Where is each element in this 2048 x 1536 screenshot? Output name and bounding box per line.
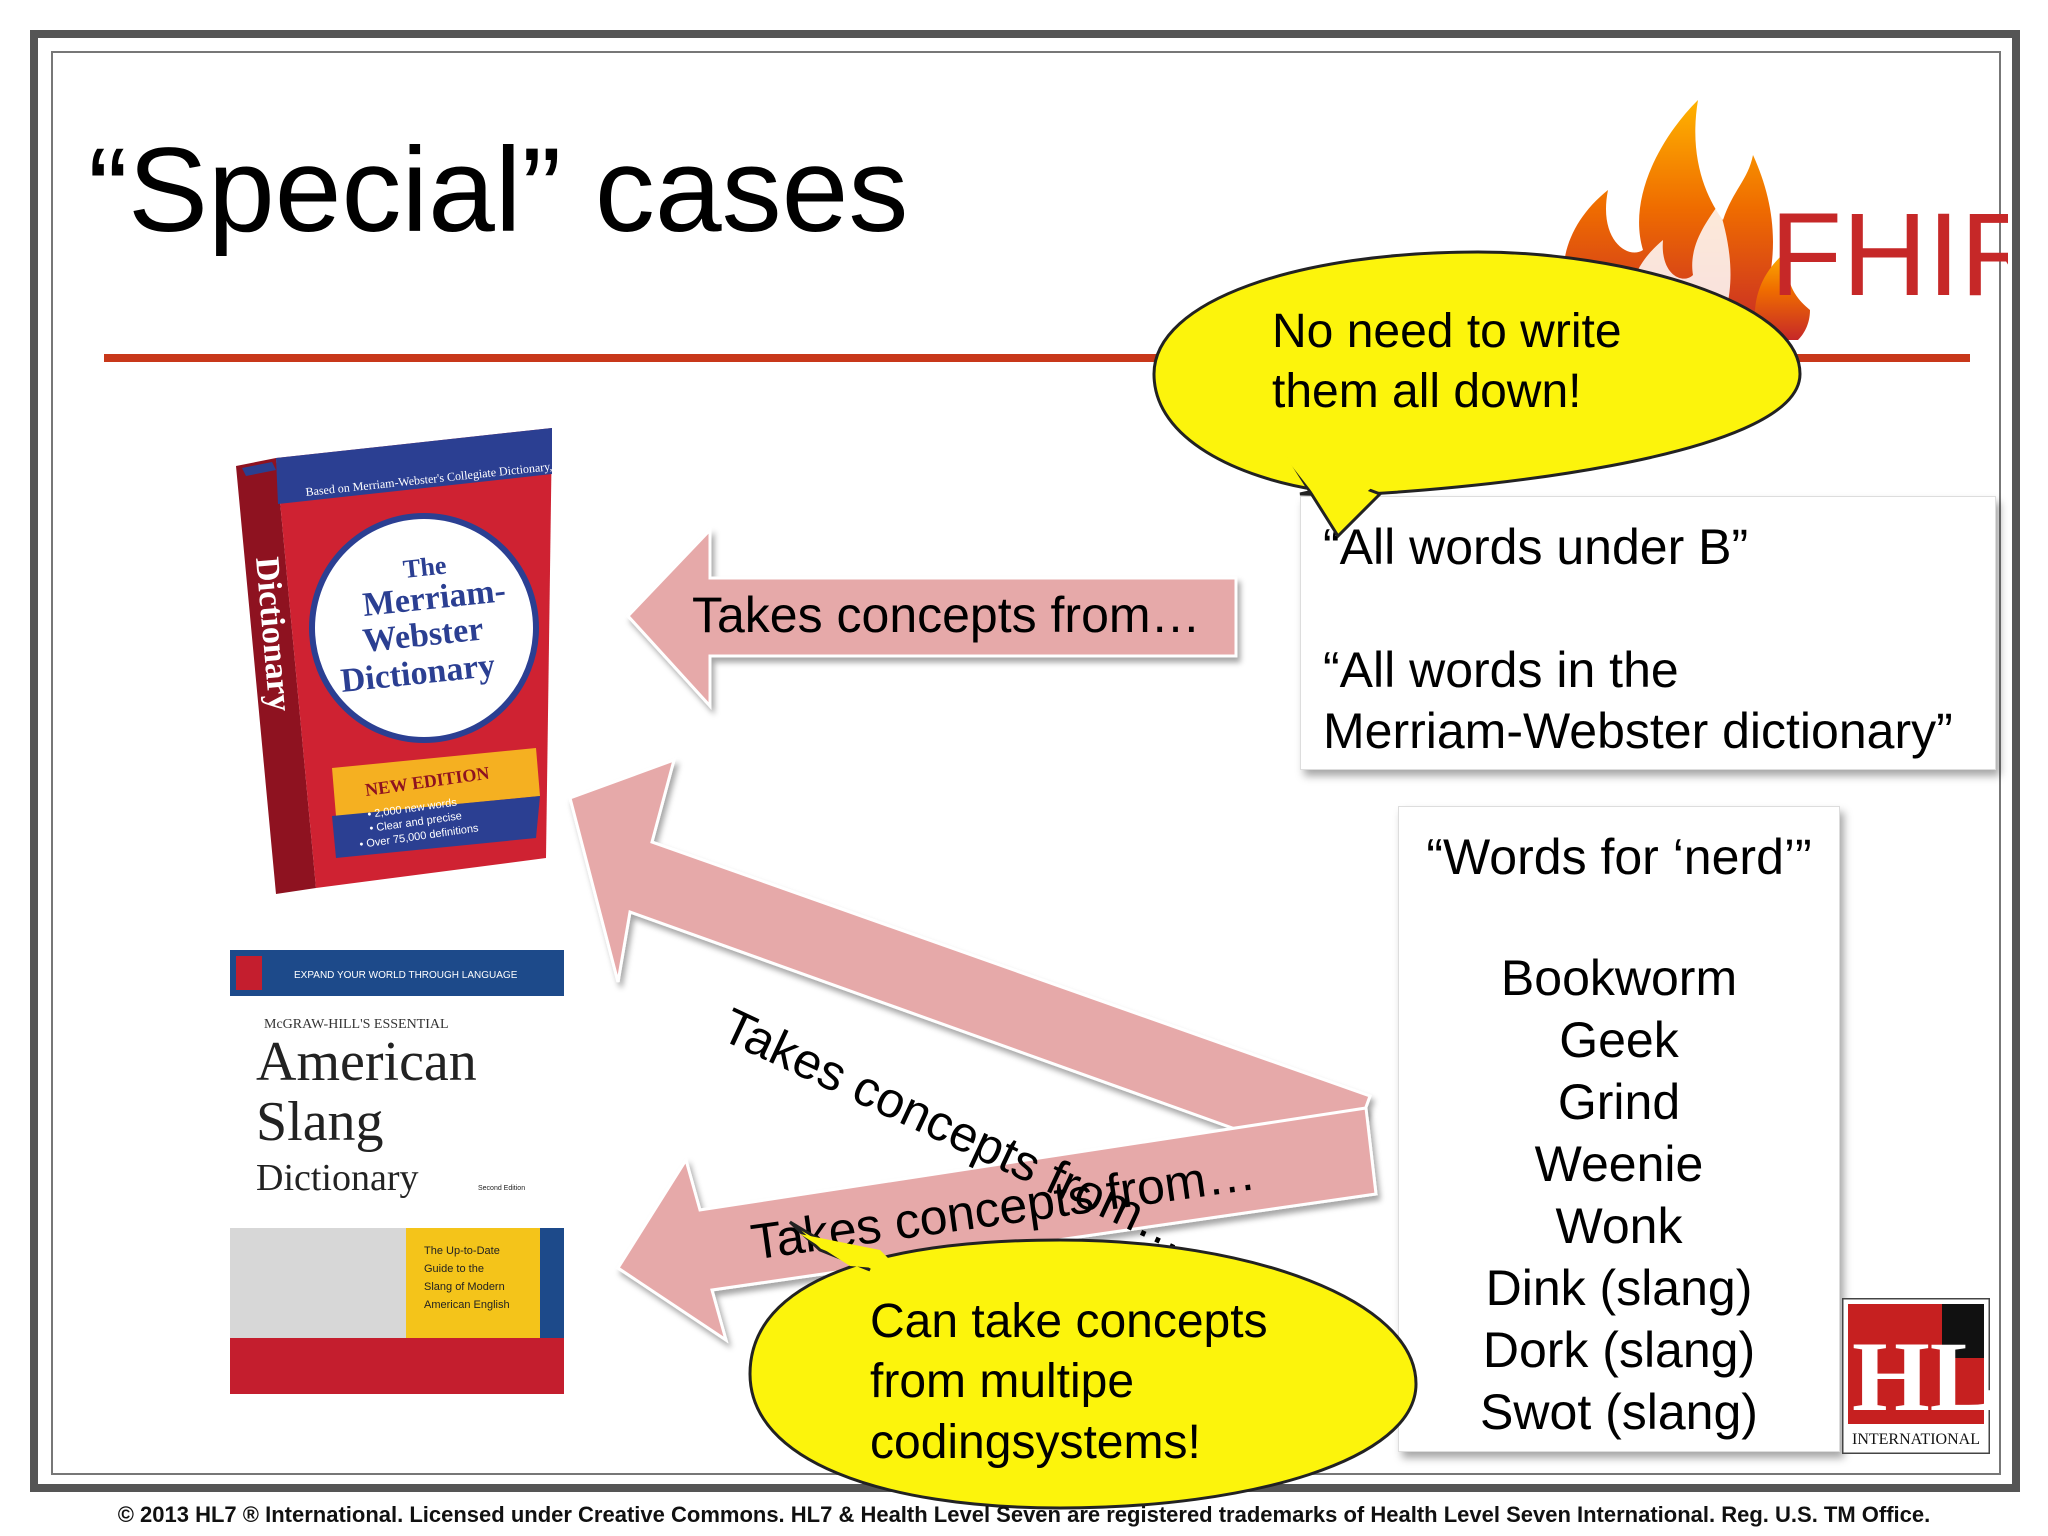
hl7-logo-subtext: INTERNATIONAL [1852, 1431, 1980, 1448]
nerd-word: Geek [1559, 1012, 1679, 1068]
copyright-footer: © 2013 HL7 ® International. Licensed und… [117, 1502, 1931, 1527]
slang-publisher: McGRAW-HILL'S ESSENTIAL [264, 1017, 449, 1032]
hl7-logo: HL7 INTERNATIONAL [1842, 1298, 1990, 1454]
speech-bubble-bottom-text: Can take concepts from multipe codingsys… [870, 1292, 1268, 1473]
speech-bubble-top [1152, 250, 1802, 497]
box-top-line-2: “All words in the [1323, 642, 1679, 698]
nerd-word: Dink (slang) [1485, 1260, 1753, 1316]
nerd-word: Bookworm [1500, 950, 1738, 1006]
slang-sub-2: Guide to the [424, 1263, 484, 1275]
merriam-webster-book-image: Based on Merriam-Webster's Collegiate Di… [236, 428, 556, 894]
arrow-label-1: Takes concepts from… [692, 587, 1201, 643]
title-rule [104, 354, 1970, 362]
slang-title-3: Dictionary [256, 1157, 419, 1199]
nerd-word: Wonk [1555, 1198, 1683, 1254]
speech-bubble-bottom [748, 1238, 1418, 1510]
merriam-title-1: The [402, 551, 448, 584]
speech-bubble-top-tail-cover [1284, 456, 1376, 520]
nerd-word: Dork (slang) [1482, 1322, 1756, 1378]
american-slang-book-image: EXPAND YOUR WORLD THROUGH LANGUAGE McGRA… [230, 950, 564, 1394]
nerd-words-box: “Words for ‘nerd’” Bookworm Geek Grind W… [1398, 806, 1840, 1452]
arrow-3 [615, 1106, 1378, 1344]
hl7-logo-text: HL7 [1852, 1321, 1990, 1432]
nerd-word: Weenie [1534, 1136, 1704, 1192]
fhir-logo-text: FHIR [1770, 189, 2008, 321]
slang-title-1: American [256, 1031, 477, 1093]
slang-edition: Second Edition [478, 1185, 525, 1192]
speech-bubble-bottom-tail-cover [800, 1234, 900, 1270]
slang-sub-3: Slang of Modern [424, 1281, 505, 1293]
box-top-line-1: “All words under B” [1323, 519, 1749, 575]
bubble-bottom-line-3: codingsystems! [870, 1415, 1201, 1469]
speech-bubble-top-text: No need to write them all down! [1272, 302, 1622, 423]
box-top-line-3: Merriam-Webster dictionary” [1323, 703, 1953, 759]
slang-band-text: EXPAND YOUR WORLD THROUGH LANGUAGE [294, 970, 518, 981]
slide-title: “Special” cases [88, 123, 909, 257]
bubble-bottom-line-1: Can take concepts [870, 1295, 1268, 1348]
nerd-box-heading: “Words for ‘nerd’” [1426, 829, 1812, 885]
value-set-examples-box: “All words under B” “All words in the Me… [1300, 496, 1996, 770]
slang-sub-4: American English [424, 1299, 510, 1311]
bubble-bottom-line-2: from multipe [870, 1355, 1135, 1409]
nerd-word: Grind [1557, 1074, 1681, 1130]
bubble-top-line-2: them all down! [1272, 365, 1582, 419]
slang-title-2: Slang [256, 1091, 384, 1153]
arrow-1 [625, 526, 1238, 710]
bubble-top-line-1: No need to write [1272, 305, 1622, 358]
slang-sub-1: The Up-to-Date [424, 1245, 500, 1257]
nerd-word: Swot (slang) [1480, 1384, 1758, 1440]
